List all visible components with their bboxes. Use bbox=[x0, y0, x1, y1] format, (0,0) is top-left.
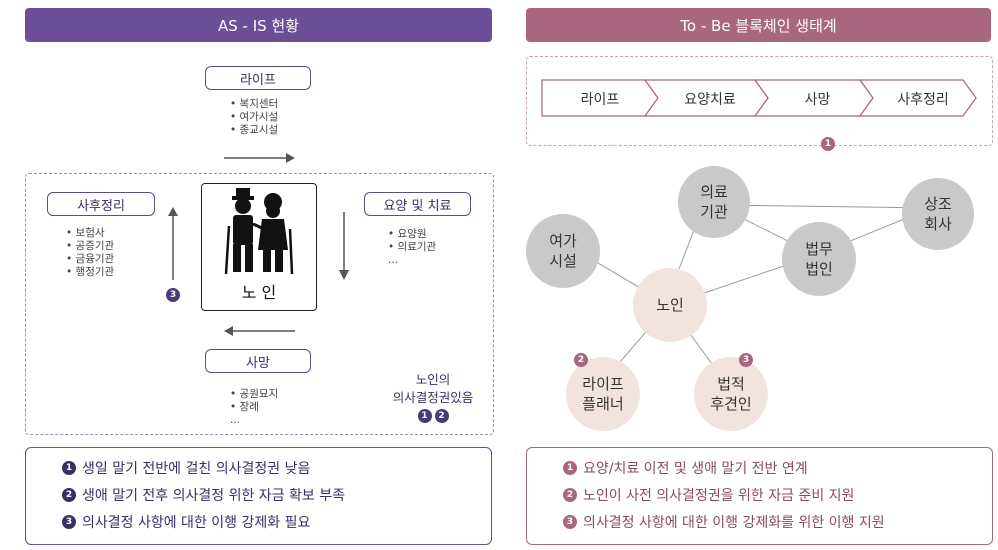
to-be-header: To - Be 블록체인 생태계 bbox=[526, 8, 991, 42]
after-pill: 사후정리 bbox=[47, 192, 155, 216]
after-label: 사후정리 bbox=[77, 198, 125, 214]
point-text: 의사결정 사항에 대한 이행 강제화 필요 bbox=[82, 515, 311, 531]
up-arrow bbox=[168, 207, 178, 280]
elderly-couple-icon bbox=[224, 188, 294, 275]
to-be-summary bbox=[526, 447, 993, 545]
chevron-care: 요양치료 bbox=[684, 92, 736, 108]
left-arrow bbox=[224, 326, 295, 336]
point-number: 3 bbox=[563, 515, 577, 529]
care-item: 의료기관 bbox=[388, 241, 437, 254]
point-text: 생애 말기 전후 의사결정 위한 자금 확보 부족 bbox=[82, 488, 345, 504]
point-number: 2 bbox=[62, 488, 76, 502]
care-item: 요양원 bbox=[388, 228, 436, 241]
node-leisure: 여가 시설 bbox=[526, 214, 600, 288]
after-list: 보험사 공증기관 금융기관 행정기관 bbox=[66, 227, 115, 279]
as-is-point-1: 1 생일 말기 전반에 걸친 의사결정권 낮음 bbox=[62, 458, 310, 478]
note-line1: 노인의 bbox=[415, 372, 451, 387]
point-text: 의사결정 사항에 대한 이행 강제화를 위한 이행 지원 bbox=[583, 515, 885, 531]
as-is-point-2: 2 생애 말기 전후 의사결정 위한 자금 확보 부족 bbox=[62, 485, 345, 505]
chevron-after: 사후정리 bbox=[897, 92, 949, 108]
badge-2: 2 bbox=[574, 353, 588, 367]
life-item: 복지센터 bbox=[230, 98, 279, 111]
node-planner: 라이프 플래너 bbox=[566, 357, 640, 431]
after-item: 행정기관 bbox=[66, 266, 115, 279]
after-item: 공증기관 bbox=[66, 240, 115, 253]
to-be-title: To - Be 블록체인 생태계 bbox=[680, 16, 837, 35]
decision-note: 노인의 의사결정권있음 1 2 bbox=[378, 371, 488, 423]
point-number: 1 bbox=[563, 461, 577, 475]
care-pill: 요양 및 치료 bbox=[364, 192, 471, 216]
after-item: 금융기관 bbox=[66, 253, 115, 266]
badge-1: 1 bbox=[417, 409, 432, 423]
note-line2: 의사결정권있음 bbox=[392, 390, 474, 405]
care-list: 요양원 의료기관 ... bbox=[388, 228, 436, 267]
node-guardian: 법적 후견인 bbox=[694, 357, 768, 431]
right-arrow bbox=[224, 153, 295, 163]
elder-label: 노 인 bbox=[241, 283, 277, 302]
life-list: 복지센터 여가시설 종교시설 bbox=[230, 98, 279, 137]
death-item: 장례 bbox=[230, 401, 278, 414]
badge-1: 1 bbox=[821, 137, 835, 151]
point-text: 생일 말기 전반에 걸친 의사결정권 낮음 bbox=[82, 461, 311, 477]
death-label: 사망 bbox=[246, 355, 270, 371]
death-pill: 사망 bbox=[205, 349, 311, 373]
care-label: 요양 및 치료 bbox=[383, 198, 452, 214]
badge-2: 2 bbox=[434, 409, 449, 423]
life-label: 라이프 bbox=[240, 72, 276, 88]
death-item: ... bbox=[230, 414, 241, 426]
point-number: 3 bbox=[62, 515, 76, 529]
point-text: 요양/치료 이전 및 생애 말기 전반 연계 bbox=[583, 461, 808, 477]
as-is-point-3: 3 의사결정 사항에 대한 이행 강제화 필요 bbox=[62, 512, 310, 532]
to-be-point-2: 2 노인이 사전 의사결정권을 위한 자금 준비 지원 bbox=[563, 485, 854, 505]
point-number: 2 bbox=[563, 488, 577, 502]
process-chevrons bbox=[541, 79, 977, 117]
down-arrow bbox=[339, 212, 349, 280]
point-text: 노인이 사전 의사결정권을 위한 자금 준비 지원 bbox=[583, 488, 855, 504]
elder-box: 노 인 bbox=[201, 183, 317, 311]
life-item: 종교시설 bbox=[230, 124, 279, 137]
process-frame bbox=[526, 56, 993, 146]
node-law: 법무 법인 bbox=[782, 222, 856, 296]
node-elder: 노인 bbox=[633, 268, 707, 342]
chevron-life: 라이프 bbox=[580, 92, 620, 108]
life-pill: 라이프 bbox=[205, 66, 311, 90]
badge-3: 3 bbox=[739, 353, 753, 367]
after-item: 보험사 bbox=[66, 227, 114, 240]
as-is-frame bbox=[25, 173, 494, 435]
node-funeral: 상조 회사 bbox=[902, 178, 974, 250]
point-number: 1 bbox=[62, 461, 76, 475]
node-medical: 의료 기관 bbox=[678, 166, 750, 238]
as-is-title: AS - IS 현황 bbox=[217, 16, 300, 35]
death-list: 공원묘지 장례 ... bbox=[230, 388, 278, 427]
as-is-summary bbox=[25, 447, 492, 545]
death-item: 공원묘지 bbox=[230, 388, 279, 401]
care-item: ... bbox=[388, 254, 399, 266]
to-be-point-3: 3 의사결정 사항에 대한 이행 강제화를 위한 이행 지원 bbox=[563, 512, 885, 532]
as-is-header: AS - IS 현황 bbox=[25, 8, 492, 42]
to-be-point-1: 1 요양/치료 이전 및 생애 말기 전반 연계 bbox=[563, 458, 808, 478]
chevron-death: 사망 bbox=[804, 92, 831, 108]
badge-3: 3 bbox=[166, 288, 180, 302]
life-item: 여가시설 bbox=[230, 111, 279, 124]
